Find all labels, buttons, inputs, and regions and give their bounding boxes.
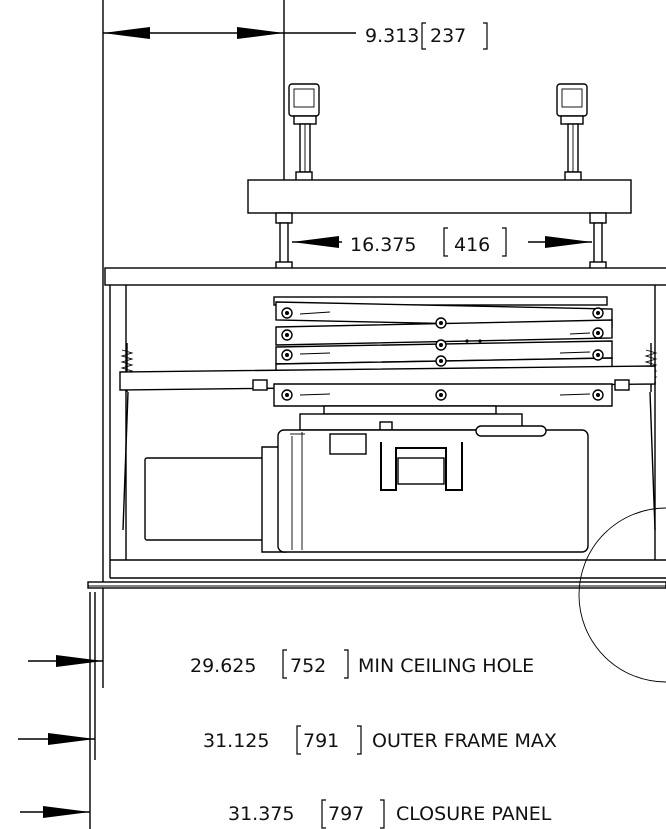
top-plate [247, 179, 632, 214]
closure-panel-dimension: 31.375 797 CLOSURE PANEL [20, 799, 552, 829]
lower-scissor-bar [273, 383, 613, 407]
min-ceiling-hole-metric: 752 [290, 655, 326, 677]
closure-panel-metric: 797 [328, 803, 364, 825]
scissor-lift [273, 296, 613, 373]
projector [144, 425, 589, 553]
mount-bracket-right [556, 83, 588, 182]
mount-bracket-left [288, 83, 320, 182]
outer-frame [104, 267, 666, 579]
lift-spacing-value: 16.375 [350, 234, 416, 256]
closure-panel [87, 581, 666, 829]
outer-frame-max-metric: 791 [303, 730, 339, 752]
outer-frame-max-label: OUTER FRAME MAX [372, 730, 557, 752]
closure-panel-label: CLOSURE PANEL [396, 803, 552, 825]
outer-frame-max-value: 31.125 [203, 730, 269, 752]
support-post-right [589, 212, 607, 271]
detail-circle [578, 507, 666, 683]
min-ceiling-hole-label: MIN CEILING HOLE [358, 655, 534, 677]
outer-frame-max-dimension: 31.125 791 OUTER FRAME MAX [18, 725, 557, 755]
closure-panel-value: 31.375 [228, 803, 294, 825]
offset-dimension: 9.313 237 [102, 0, 488, 688]
min-ceiling-hole-value: 29.625 [190, 655, 256, 677]
spring-left [120, 343, 134, 531]
offset-dim-metric: 237 [430, 25, 466, 47]
lift-spacing-dimension: 16.375 416 [292, 227, 592, 257]
offset-dim-value: 9.313 [365, 25, 419, 47]
min-ceiling-hole-dimension: 29.625 752 MIN CEILING HOLE [28, 649, 534, 679]
support-post-left [275, 212, 293, 271]
lift-spacing-metric: 416 [454, 234, 490, 256]
